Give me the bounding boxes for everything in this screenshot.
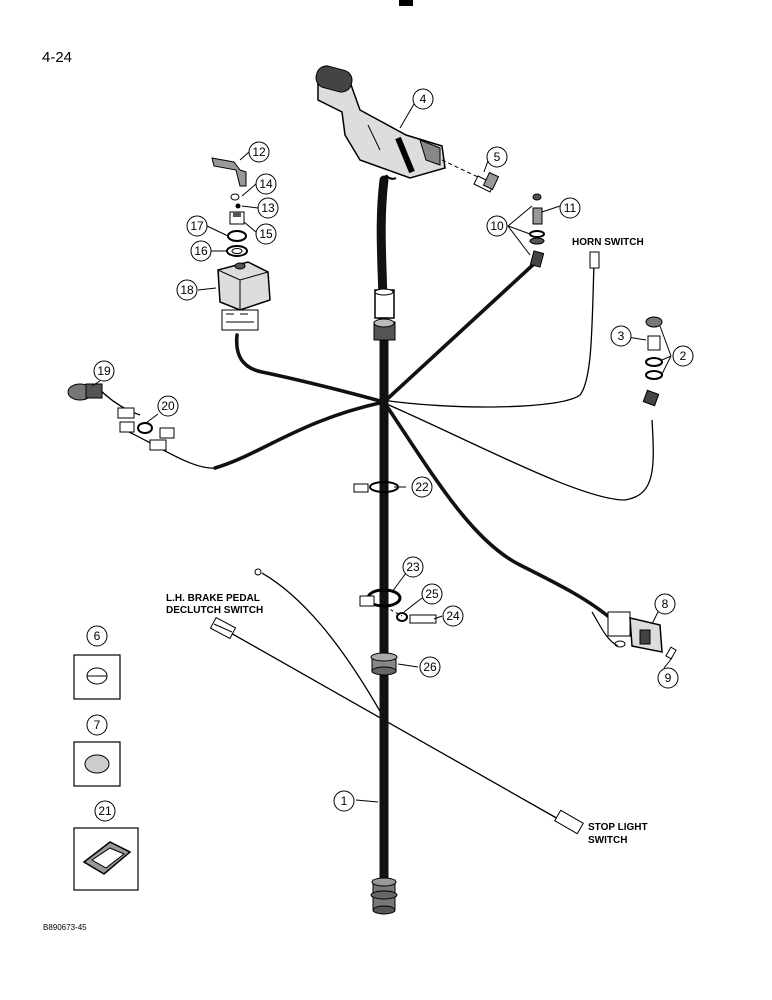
callout-3: 3	[610, 325, 632, 347]
callout-5: 5	[486, 146, 508, 168]
svg-text:16: 16	[194, 244, 208, 258]
svg-text:20: 20	[161, 399, 175, 413]
svg-text:1: 1	[341, 794, 348, 808]
plug-6-box	[73, 654, 121, 700]
svg-text:18: 18	[180, 283, 194, 297]
switch-box-18	[217, 261, 271, 331]
callout-1: 1	[333, 790, 355, 812]
callout-23: 23	[402, 556, 424, 578]
page-number: 4-24	[42, 49, 72, 66]
svg-text:12: 12	[252, 145, 266, 159]
svg-text:7: 7	[94, 718, 101, 732]
svg-text:9: 9	[665, 671, 672, 685]
key-switch-parts	[211, 157, 248, 257]
callout-4: 4	[412, 88, 434, 110]
callout-18: 18	[176, 279, 198, 301]
callout-15: 15	[255, 223, 277, 245]
bottom-grommet	[370, 877, 398, 915]
upper-harness	[378, 179, 387, 301]
callout-26: 26	[419, 656, 441, 678]
callouts: 4 5 11 10 12 14 13 15 17 16 18 19 20 3 2…	[86, 88, 694, 822]
callout-2: 2	[672, 345, 694, 367]
svg-text:8: 8	[662, 597, 669, 611]
svg-text:15: 15	[259, 227, 273, 241]
callout-12: 12	[248, 141, 270, 163]
wire-leads	[97, 261, 654, 821]
callout-19: 19	[93, 360, 115, 382]
stop-light-connector	[554, 809, 584, 835]
harness-branches	[213, 260, 617, 624]
grommet-26	[370, 652, 398, 676]
callout-10: 10	[486, 215, 508, 237]
svg-text:2: 2	[680, 349, 687, 363]
callout-9: 9	[657, 667, 679, 689]
svg-text:6: 6	[94, 629, 101, 643]
label-horn-switch: HORN SWITCH	[572, 237, 644, 248]
switch-8-9	[591, 611, 677, 660]
leader-lines	[91, 103, 673, 803]
turn-signal-switch	[315, 65, 446, 180]
svg-text:17: 17	[190, 219, 204, 233]
clip-22	[353, 481, 399, 493]
svg-text:14: 14	[259, 177, 273, 191]
callout-11: 11	[559, 197, 581, 219]
svg-text:11: 11	[564, 201, 577, 215]
svg-text:4: 4	[420, 92, 427, 106]
top-mark	[399, 0, 413, 6]
svg-text:5: 5	[494, 150, 501, 164]
callout-13: 13	[257, 197, 279, 219]
cover-21-box	[73, 827, 139, 891]
callout-6: 6	[86, 625, 108, 647]
label-lh-brake-line2: DECLUTCH SWITCH	[166, 605, 263, 616]
svg-text:21: 21	[98, 804, 112, 818]
callout-24: 24	[442, 605, 464, 627]
label-lh-brake-line1: L.H. BRAKE PEDAL	[166, 593, 260, 604]
svg-text:24: 24	[446, 609, 460, 623]
svg-text:19: 19	[97, 364, 111, 378]
screw-5	[441, 159, 500, 193]
harness-connector	[373, 288, 396, 341]
callout-17: 17	[186, 215, 208, 237]
label-stop-light-line1: STOP LIGHT	[588, 822, 648, 833]
svg-text:23: 23	[406, 560, 420, 574]
horn-switch-part	[589, 251, 600, 269]
callout-22: 22	[411, 476, 433, 498]
svg-text:25: 25	[425, 587, 439, 601]
indicator-light-2-3	[642, 316, 663, 407]
callout-14: 14	[255, 173, 277, 195]
lh-brake-connector	[209, 568, 262, 640]
callout-25: 25	[421, 583, 443, 605]
callout-20: 20	[157, 395, 179, 417]
callout-21: 21	[94, 800, 116, 822]
svg-text:22: 22	[415, 480, 429, 494]
svg-text:13: 13	[261, 201, 275, 215]
callout-7: 7	[86, 714, 108, 736]
label-stop-light-line2: SWITCH	[588, 835, 627, 846]
plug-7-box	[73, 741, 121, 787]
bulb-socket-10-11	[529, 193, 545, 268]
callout-16: 16	[190, 240, 212, 262]
connectors-19-20	[67, 383, 175, 451]
svg-text:3: 3	[618, 329, 625, 343]
callout-8: 8	[654, 593, 676, 615]
figure-id: B890673-45	[43, 923, 87, 932]
svg-text:10: 10	[490, 219, 504, 233]
clamp-23	[359, 588, 437, 624]
svg-text:26: 26	[423, 660, 437, 674]
